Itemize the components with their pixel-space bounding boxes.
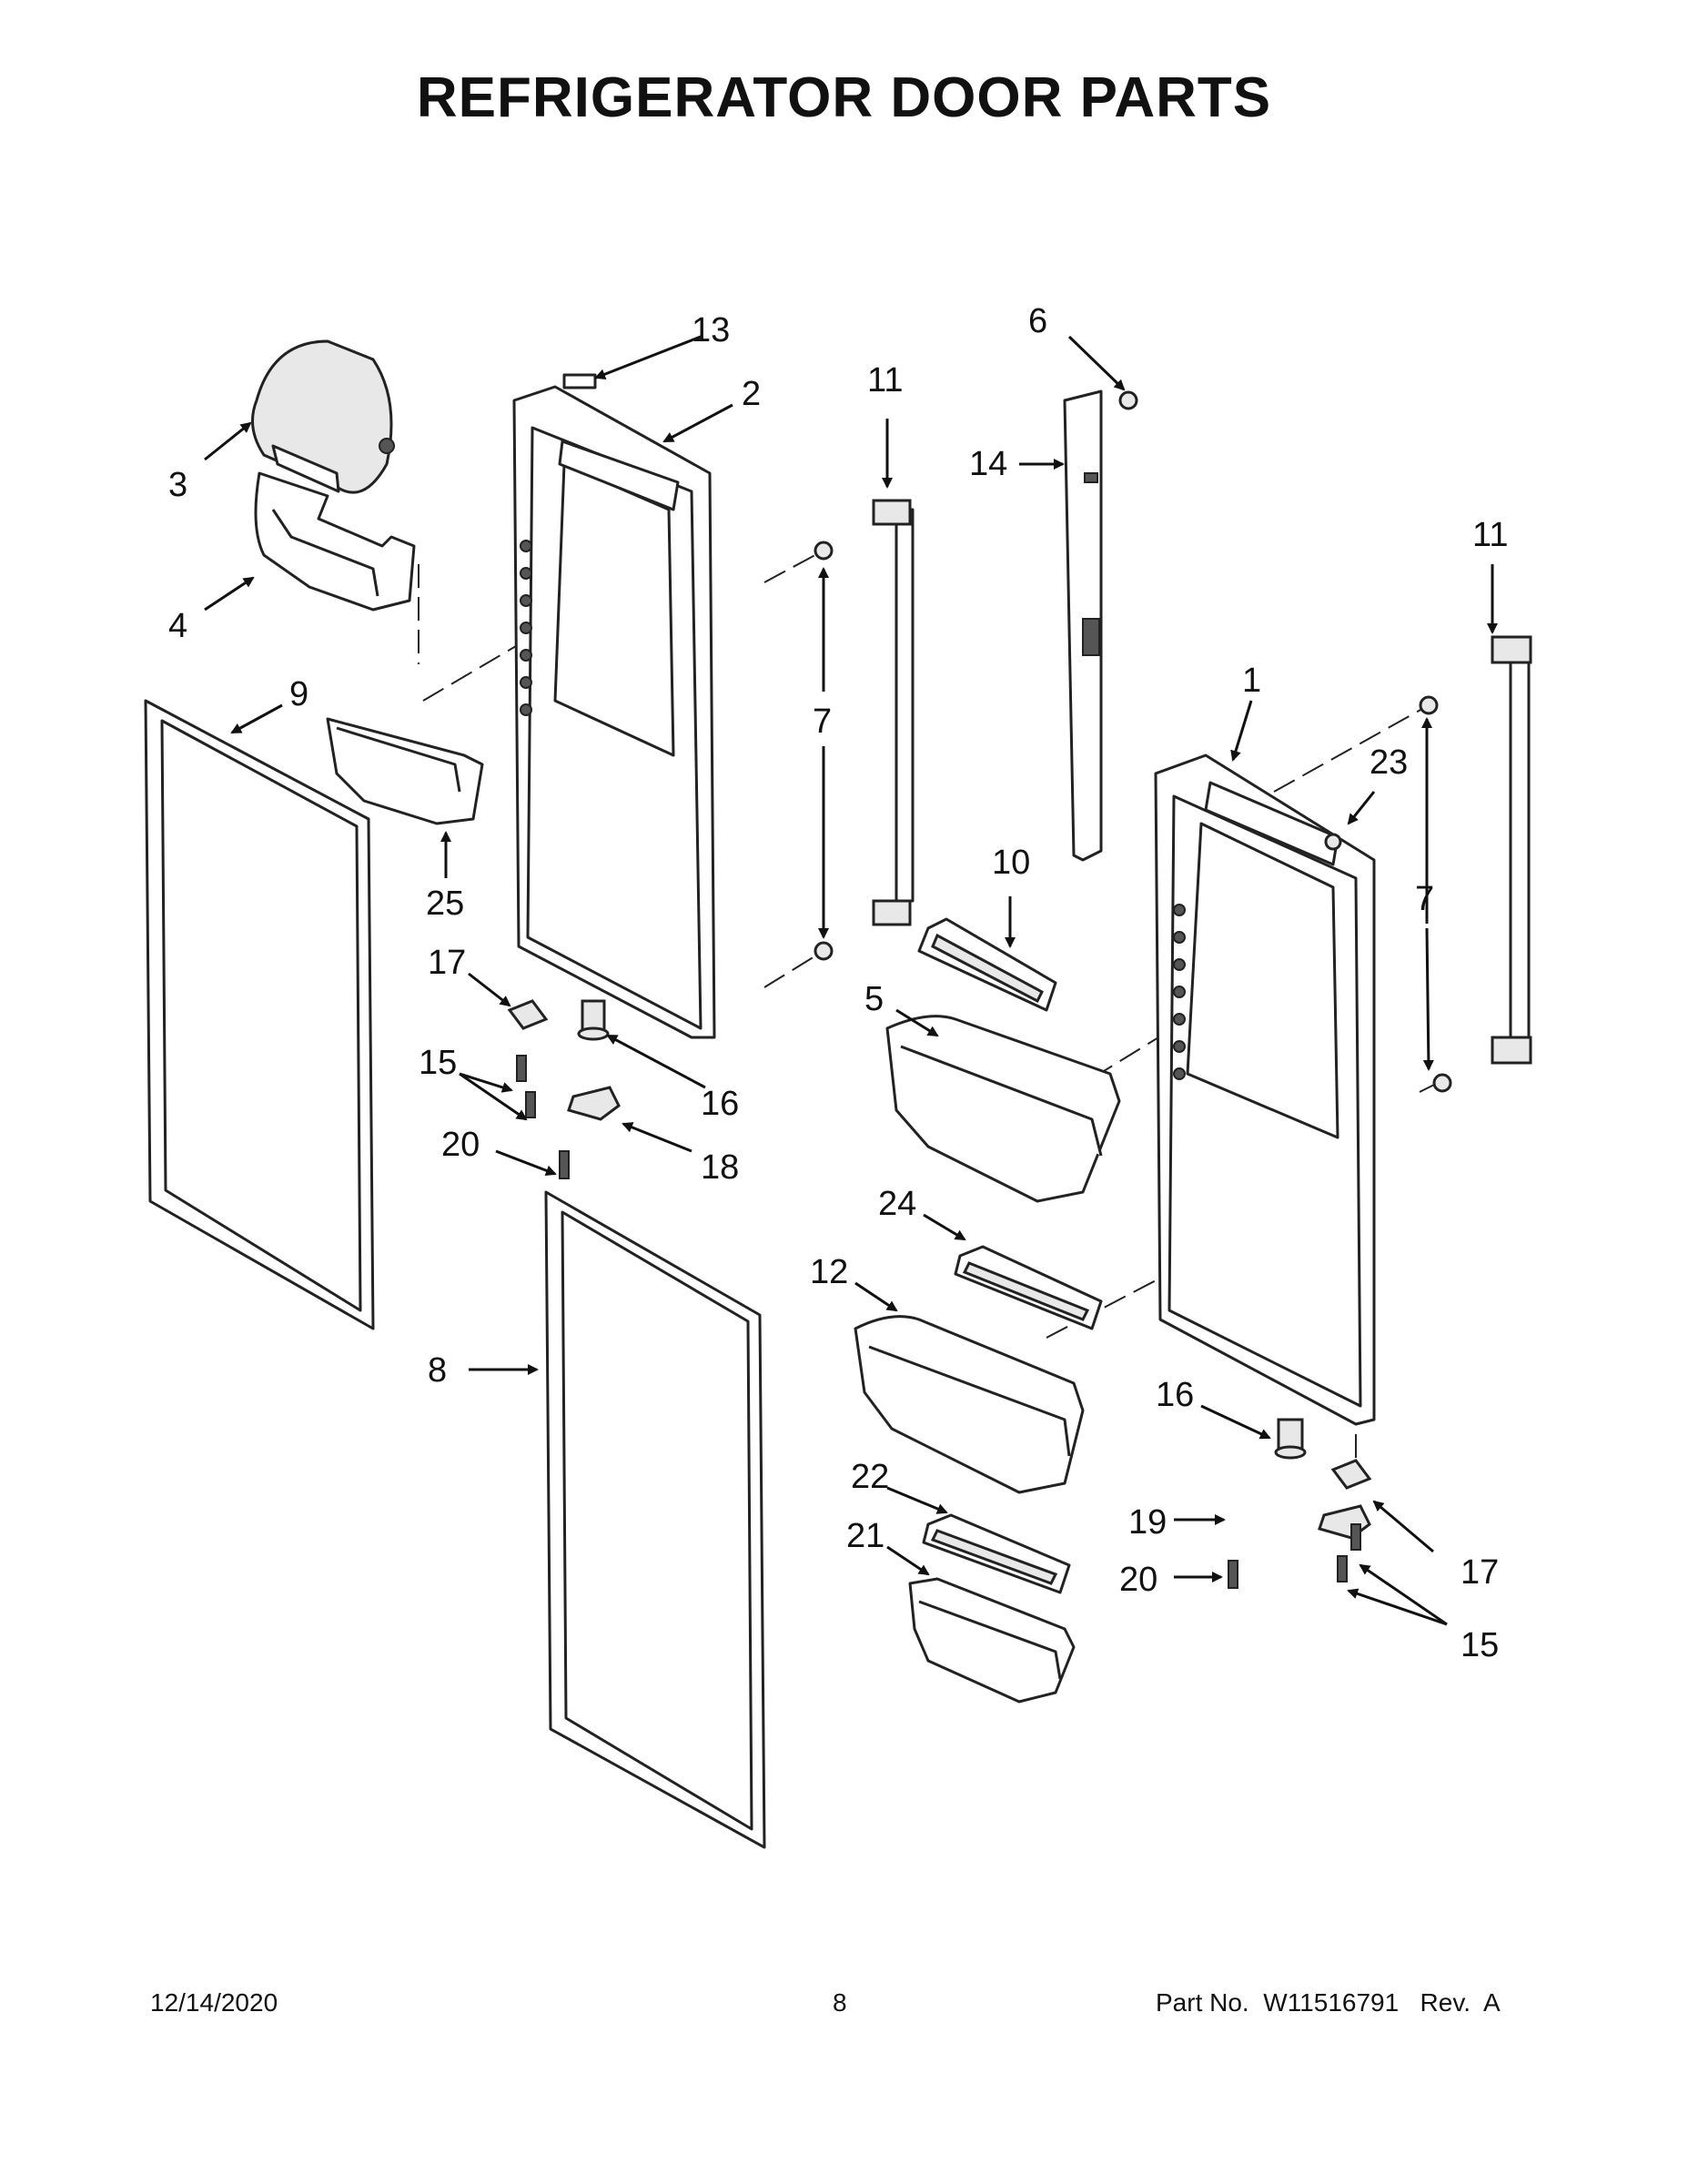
footer-page-number: 8 bbox=[833, 1988, 847, 2017]
right-hinge-hardware bbox=[1228, 1418, 1372, 1589]
callout-19: 19 bbox=[1128, 1503, 1167, 1542]
small-lower-bin-part bbox=[908, 1577, 1076, 1704]
callout-20-left: 20 bbox=[441, 1126, 480, 1164]
callout-13: 13 bbox=[692, 311, 730, 349]
callout-12: 12 bbox=[810, 1253, 848, 1291]
callout-11-left: 11 bbox=[867, 361, 903, 399]
leader-arrows bbox=[204, 335, 1498, 1626]
callout-10: 10 bbox=[992, 844, 1030, 882]
right-door-liner-part bbox=[1154, 753, 1376, 1426]
callout-7-right: 7 bbox=[1415, 880, 1434, 918]
callout-7-left: 7 bbox=[813, 703, 832, 741]
callout-8: 8 bbox=[428, 1351, 447, 1390]
callout-17-right: 17 bbox=[1461, 1553, 1499, 1592]
right-door-handle-part bbox=[1419, 635, 1532, 1093]
small-bin-shelf-part bbox=[922, 1513, 1071, 1594]
callout-16-left: 16 bbox=[701, 1085, 739, 1123]
door-bin-part bbox=[885, 1015, 1121, 1203]
callout-17-left: 17 bbox=[428, 944, 466, 982]
callout-4: 4 bbox=[168, 607, 187, 645]
callout-20-right: 20 bbox=[1119, 1561, 1157, 1599]
bin-cover-part bbox=[251, 339, 395, 494]
callout-25: 25 bbox=[426, 885, 464, 923]
small-door-bin-part bbox=[326, 717, 484, 825]
callout-22: 22 bbox=[851, 1458, 889, 1496]
callout-23: 23 bbox=[1370, 743, 1408, 782]
callout-24: 24 bbox=[878, 1185, 916, 1223]
callout-18: 18 bbox=[701, 1148, 739, 1187]
callout-3: 3 bbox=[168, 466, 187, 504]
callout-11-right: 11 bbox=[1472, 516, 1508, 554]
footer-date: 12/14/2020 bbox=[150, 1988, 278, 2017]
callout-5: 5 bbox=[864, 980, 884, 1018]
callout-15-right: 15 bbox=[1461, 1626, 1499, 1664]
callout-9: 9 bbox=[289, 675, 308, 713]
callout-14: 14 bbox=[969, 445, 1007, 483]
label-part bbox=[562, 373, 597, 389]
callout-21: 21 bbox=[846, 1517, 884, 1555]
callout-16-right: 16 bbox=[1156, 1376, 1194, 1414]
left-hinge-hardware bbox=[507, 999, 621, 1179]
callout-2: 2 bbox=[742, 375, 761, 413]
left-door-liner-part bbox=[512, 385, 716, 1039]
lower-door-bin-part bbox=[854, 1315, 1085, 1494]
lower-door-gasket-part bbox=[544, 1190, 766, 1849]
callout-numbers: 13 2 3 4 9 25 11 6 14 7 11 1 23 7 10 5 2… bbox=[168, 302, 1508, 1664]
callout-1: 1 bbox=[1242, 662, 1261, 700]
callout-15-left: 15 bbox=[419, 1044, 457, 1082]
footer-part-number: Part No. W11516791 Rev. A bbox=[1156, 1988, 1501, 2017]
left-door-gasket-part bbox=[144, 699, 375, 1330]
lower-bin-shelf-part bbox=[954, 1245, 1103, 1330]
upper-door-bin-part bbox=[254, 471, 416, 612]
hinge-cover-part bbox=[1063, 389, 1138, 862]
page-title: REFRIGERATOR DOOR PARTS bbox=[416, 66, 1272, 129]
bin-shelf-part bbox=[917, 917, 1057, 1012]
callout-6: 6 bbox=[1028, 302, 1047, 340]
left-door-handle-part bbox=[814, 499, 915, 961]
